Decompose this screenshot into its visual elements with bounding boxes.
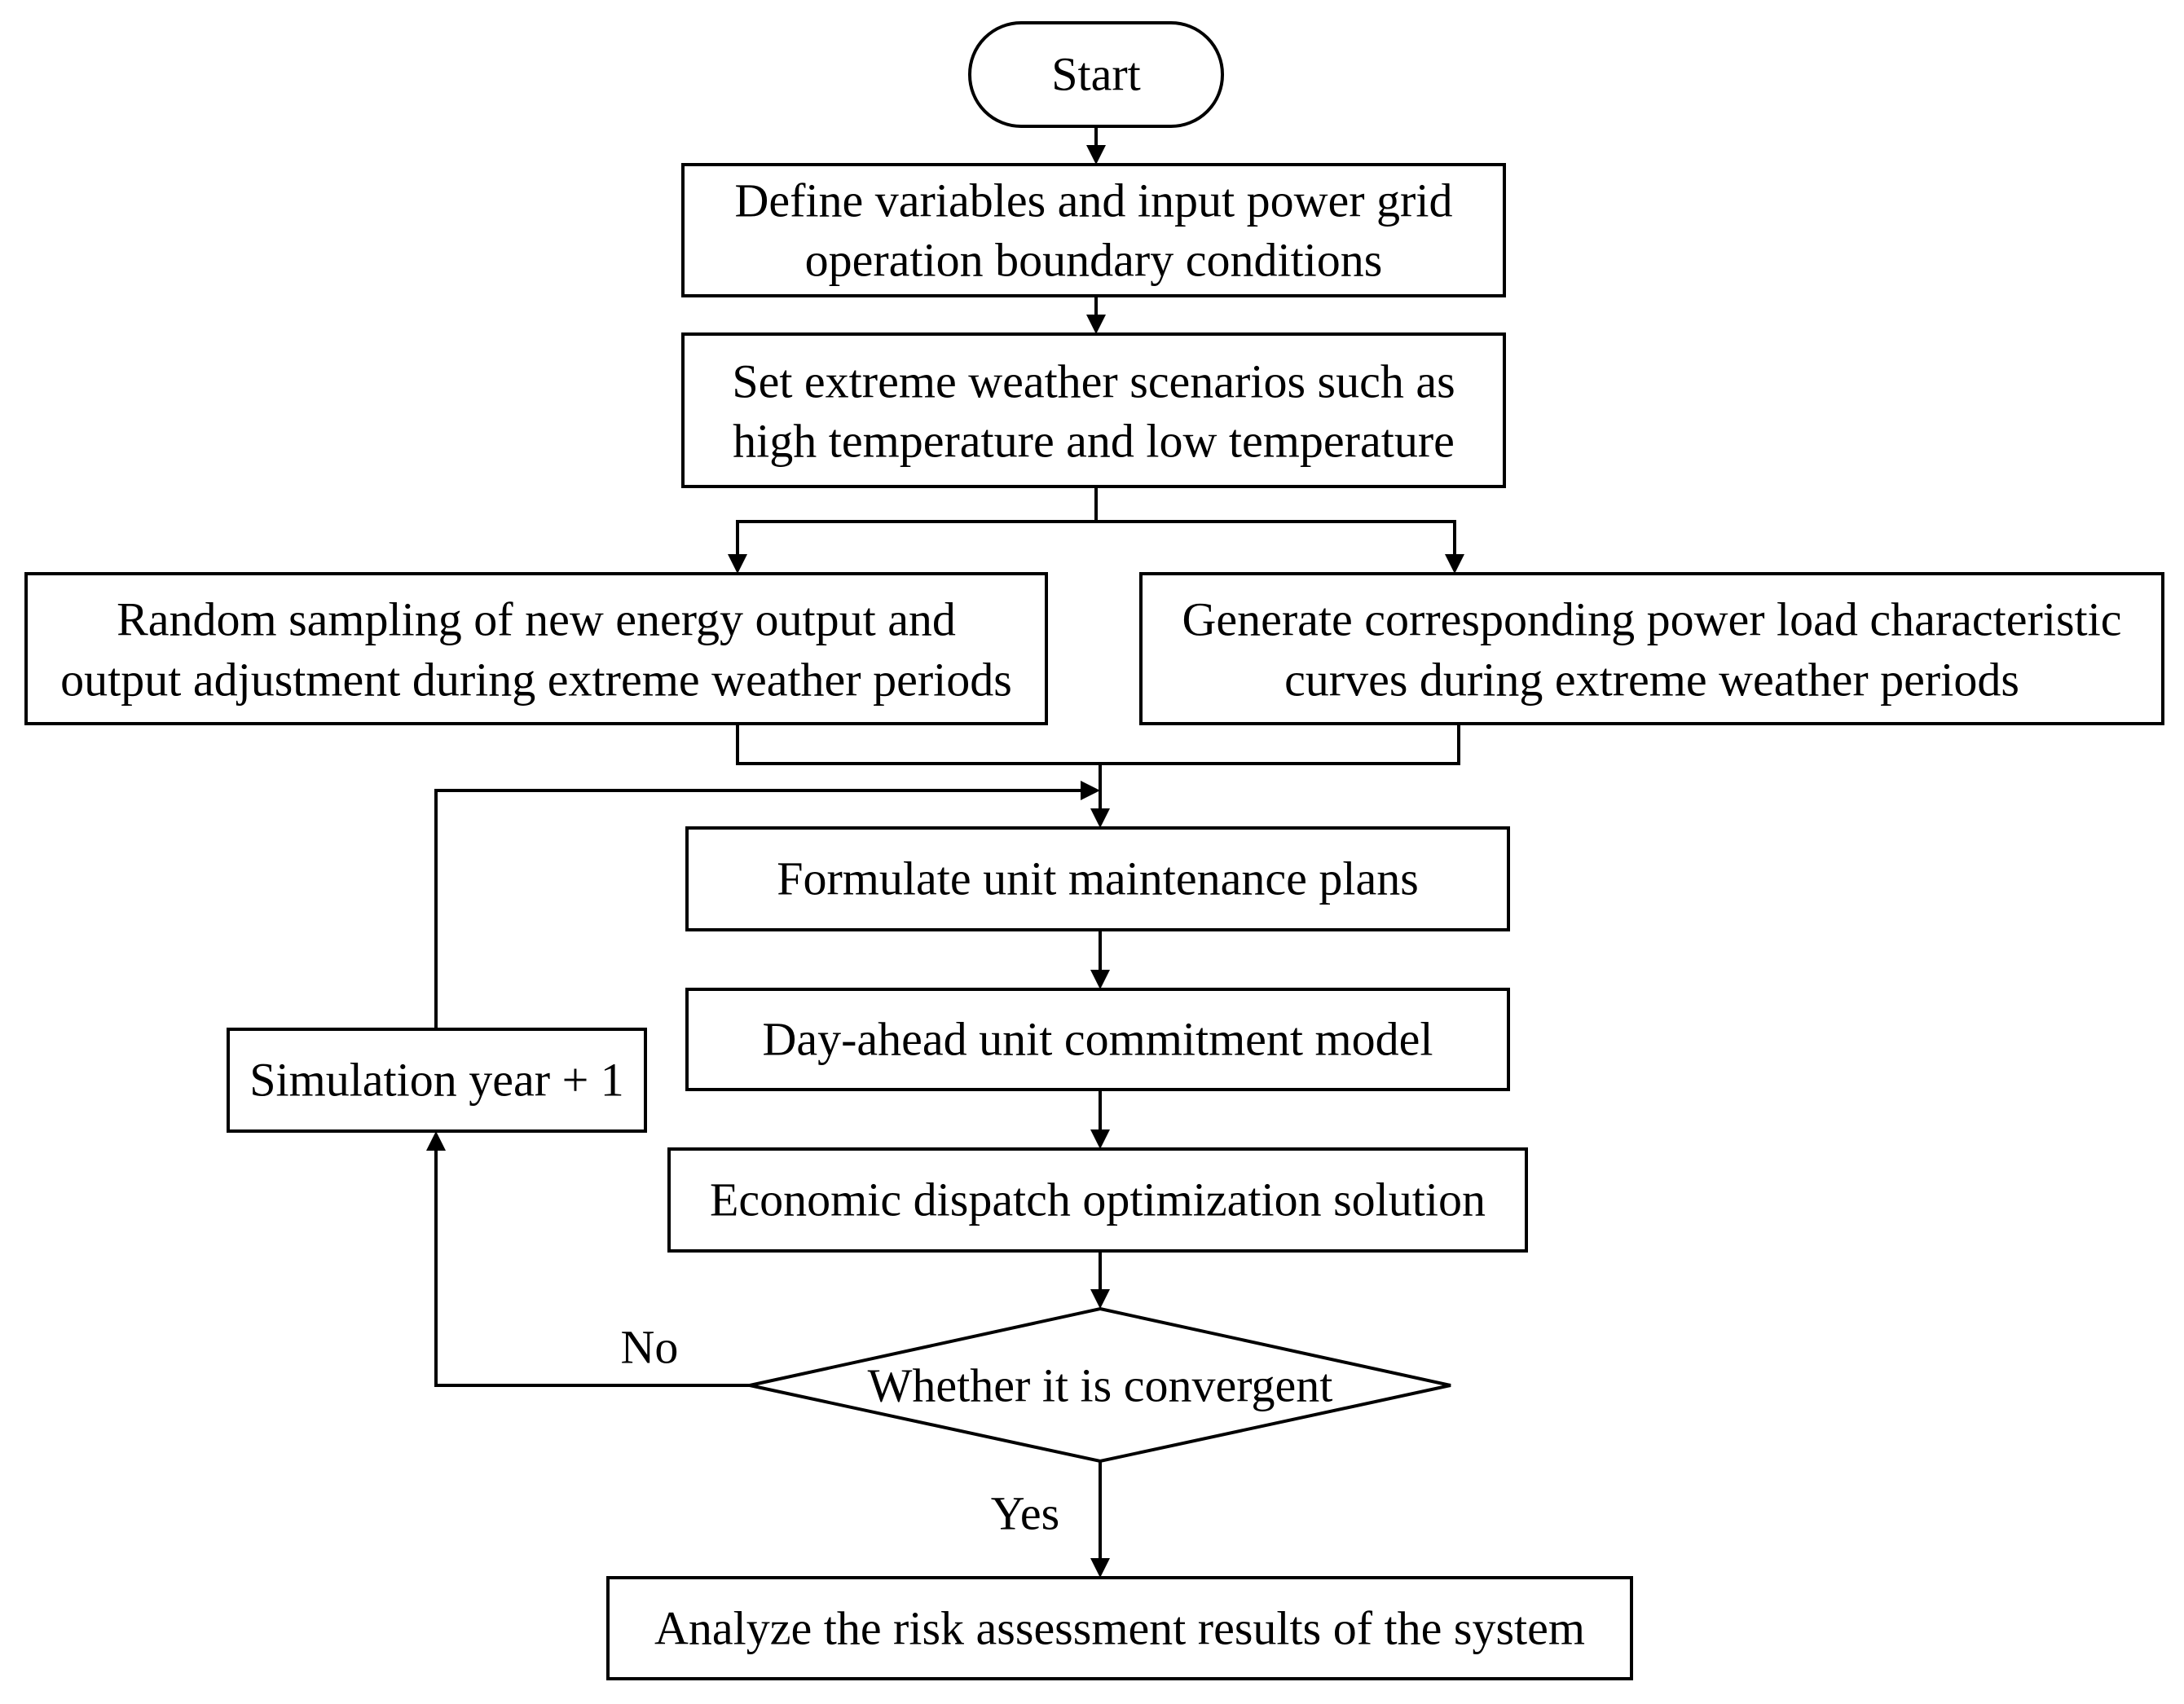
random-sampling-box: [24, 572, 1048, 725]
connector-branches-merge: [736, 724, 1460, 765]
analyze-results-box: [606, 1576, 1633, 1680]
maintenance-plans-label: Formulate unit maintenance plans: [777, 852, 1419, 905]
start-terminal: Start: [968, 21, 1224, 128]
convergence-diamond: [749, 1306, 1451, 1464]
maintenance-plans-box: [685, 826, 1510, 931]
yes-branch-label: Yes: [991, 1487, 1059, 1540]
process-unit-commitment: Day-ahead unit commitment model: [685, 988, 1510, 1091]
simulation-year-label: Simulation year + 1: [249, 1054, 624, 1107]
connector-loop-back: [434, 789, 1081, 1029]
no-branch-label: No: [621, 1321, 679, 1374]
connectors: [426, 126, 1464, 1578]
arrowhead-down: [1090, 1558, 1110, 1578]
connector-decision-no-path: [434, 1151, 750, 1387]
arrowhead-down: [728, 554, 747, 574]
start-label: Start: [1051, 48, 1141, 101]
convergence-label: Whether it is convergent: [868, 1359, 1333, 1412]
simulation-year-box: [227, 1028, 647, 1133]
start-terminal-shape: [968, 21, 1224, 128]
process-economic-dispatch: Economic dispatch optimization solution: [667, 1147, 1528, 1253]
process-maintenance-plans: Formulate unit maintenance plans: [685, 826, 1510, 931]
load-curves-box: [1139, 572, 2164, 725]
process-load-curves: Generate corresponding power load charac…: [1139, 572, 2164, 725]
arrowhead-down: [1086, 145, 1106, 165]
set-scenarios-line1: Set extreme weather scenarios such as: [732, 355, 1455, 408]
load-curves-line1: Generate corresponding power load charac…: [1182, 593, 2121, 646]
process-simulation-year: Simulation year + 1: [227, 1028, 647, 1133]
arrowhead-right: [1081, 781, 1100, 800]
process-define-variables: Define variables and input power grid op…: [681, 163, 1506, 297]
random-sampling-line1: Random sampling of new energy output and: [117, 593, 956, 646]
analyze-results-label: Analyze the risk assessment results of t…: [654, 1602, 1585, 1655]
random-sampling-line2: output adjustment during extreme weather…: [60, 654, 1012, 707]
define-variables-line2: operation boundary conditions: [805, 234, 1383, 287]
arrowhead-down: [1090, 808, 1110, 828]
unit-commitment-box: [685, 988, 1510, 1091]
arrowhead-down: [1090, 970, 1110, 989]
connector-scenarios-split: [736, 487, 1098, 554]
arrowhead-down: [1090, 1129, 1110, 1149]
arrowhead-down: [1086, 315, 1106, 334]
process-set-scenarios: Set extreme weather scenarios such as hi…: [681, 332, 1506, 488]
process-analyze-results: Analyze the risk assessment results of t…: [606, 1576, 1633, 1680]
set-scenarios-line2: high temperature and low temperature: [733, 415, 1455, 468]
define-variables-line1: Define variables and input power grid: [735, 174, 1453, 227]
define-variables-box: [681, 163, 1506, 297]
connector-scenarios-split-right: [1096, 520, 1456, 554]
set-scenarios-box: [681, 332, 1506, 488]
load-curves-line2: curves during extreme weather periods: [1284, 654, 2019, 707]
arrowhead-down: [1445, 554, 1464, 574]
process-random-sampling: Random sampling of new energy output and…: [24, 572, 1048, 725]
unit-commitment-label: Day-ahead unit commitment model: [762, 1013, 1433, 1066]
economic-dispatch-box: [667, 1147, 1528, 1253]
economic-dispatch-label: Economic dispatch optimization solution: [710, 1173, 1486, 1226]
arrowhead-up: [426, 1131, 446, 1151]
decision-convergence: Whether it is convergent: [749, 1306, 1451, 1464]
arrowhead-down: [1090, 1289, 1110, 1309]
